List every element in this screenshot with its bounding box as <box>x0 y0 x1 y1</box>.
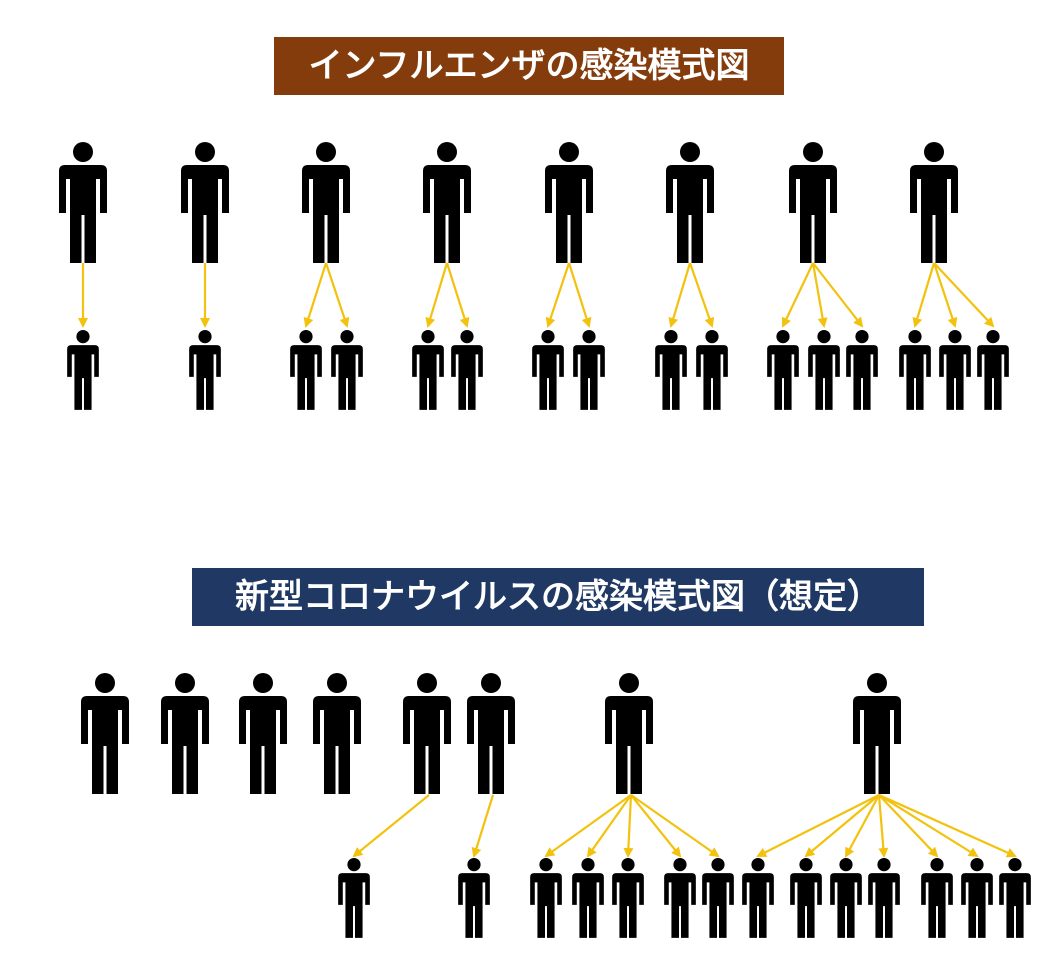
influenza-infected-person <box>67 330 99 410</box>
influenza-infected-person <box>696 330 728 410</box>
covid-transmission-arrow <box>623 794 634 858</box>
covid-infected-person <box>999 858 1031 938</box>
covid-infected-person <box>742 858 774 938</box>
covid-transmission-arrow <box>756 794 880 857</box>
influenza-infected-person <box>412 330 444 410</box>
influenza-transmission-arrow <box>545 262 571 328</box>
influenza-transmission-arrow <box>688 262 715 328</box>
influenza-infected-person <box>655 330 687 410</box>
influenza-infected-person <box>767 330 799 410</box>
covid-transmission-arrow <box>630 794 720 858</box>
influenza-infected-person <box>331 330 363 410</box>
influenza-transmission-arrow <box>567 262 592 328</box>
influenza-infected-person <box>290 330 322 410</box>
influenza-infected-person <box>899 330 931 410</box>
influenza-title: インフルエンザの感染模式図 <box>274 37 784 95</box>
influenza-infector-person <box>423 142 471 263</box>
covid-transmission-arrow <box>471 794 495 858</box>
influenza-infector-person <box>302 142 350 263</box>
covid-transmission-arrow <box>845 794 880 858</box>
covid-transmission-arrow <box>877 794 889 858</box>
influenza-infected-person <box>532 330 564 410</box>
covid-transmission-arrow <box>804 794 880 858</box>
covid-infected-person <box>572 858 604 938</box>
covid-transmission-arrow <box>878 793 1017 858</box>
covid-infected-person <box>868 858 900 938</box>
influenza-infector-person <box>666 142 714 263</box>
covid-infected-person <box>458 858 490 938</box>
covid-infected-person <box>338 858 370 938</box>
covid-title: 新型コロナウイルスの感染模式図（想定） <box>192 568 924 626</box>
influenza-infector-person <box>910 142 958 263</box>
covid-infector-person <box>605 673 653 794</box>
influenza-infector-person <box>181 142 229 263</box>
influenza-infected-person <box>846 330 878 410</box>
influenza-transmission-arrow <box>912 262 936 328</box>
covid-infected-person <box>664 858 696 938</box>
covid-infector-person <box>81 673 129 794</box>
influenza-infector-person <box>545 142 593 263</box>
covid-infected-person <box>530 858 562 938</box>
influenza-infected-person <box>451 330 483 410</box>
influenza-infected-person <box>939 330 971 410</box>
covid-infected-person <box>702 858 734 938</box>
influenza-transmission-arrow <box>324 262 350 328</box>
covid-transmission-arrow <box>878 794 979 858</box>
influenza-transmission-arrow <box>781 262 814 328</box>
influenza-infector-person <box>789 142 837 263</box>
covid-infected-person <box>790 858 822 938</box>
influenza-transmission-arrow <box>425 262 449 328</box>
covid-transmission-arrow <box>630 794 682 858</box>
influenza-infected-person <box>189 330 221 410</box>
covid-transmission-arrow <box>586 794 632 858</box>
covid-transmission-arrow <box>352 794 430 858</box>
influenza-infector-person <box>59 142 107 263</box>
covid-infector-person <box>239 673 287 794</box>
influenza-transmission-arrow <box>932 262 958 328</box>
influenza-infected-person <box>808 330 840 410</box>
covid-infector-person <box>403 673 451 794</box>
covid-infected-person <box>612 858 644 938</box>
influenza-transmission-arrow <box>668 262 692 328</box>
influenza-transmission-arrow <box>303 262 328 328</box>
influenza-infected-person <box>573 330 605 410</box>
influenza-transmission-arrow <box>811 262 828 328</box>
covid-infector-person <box>313 673 361 794</box>
covid-infector-person <box>467 673 515 794</box>
influenza-infected-person <box>977 330 1009 410</box>
covid-infected-person <box>830 858 862 938</box>
influenza-transmission-arrow <box>812 262 864 328</box>
covid-infector-person <box>853 673 901 794</box>
influenza-transmission-arrow <box>445 262 470 328</box>
covid-transmission-arrow <box>878 794 939 858</box>
covid-infector-person <box>161 673 209 794</box>
influenza-transmission-arrow <box>933 262 995 328</box>
covid-infected-person <box>961 858 993 938</box>
covid-transmission-arrow <box>544 794 632 858</box>
covid-infected-person <box>921 858 953 938</box>
